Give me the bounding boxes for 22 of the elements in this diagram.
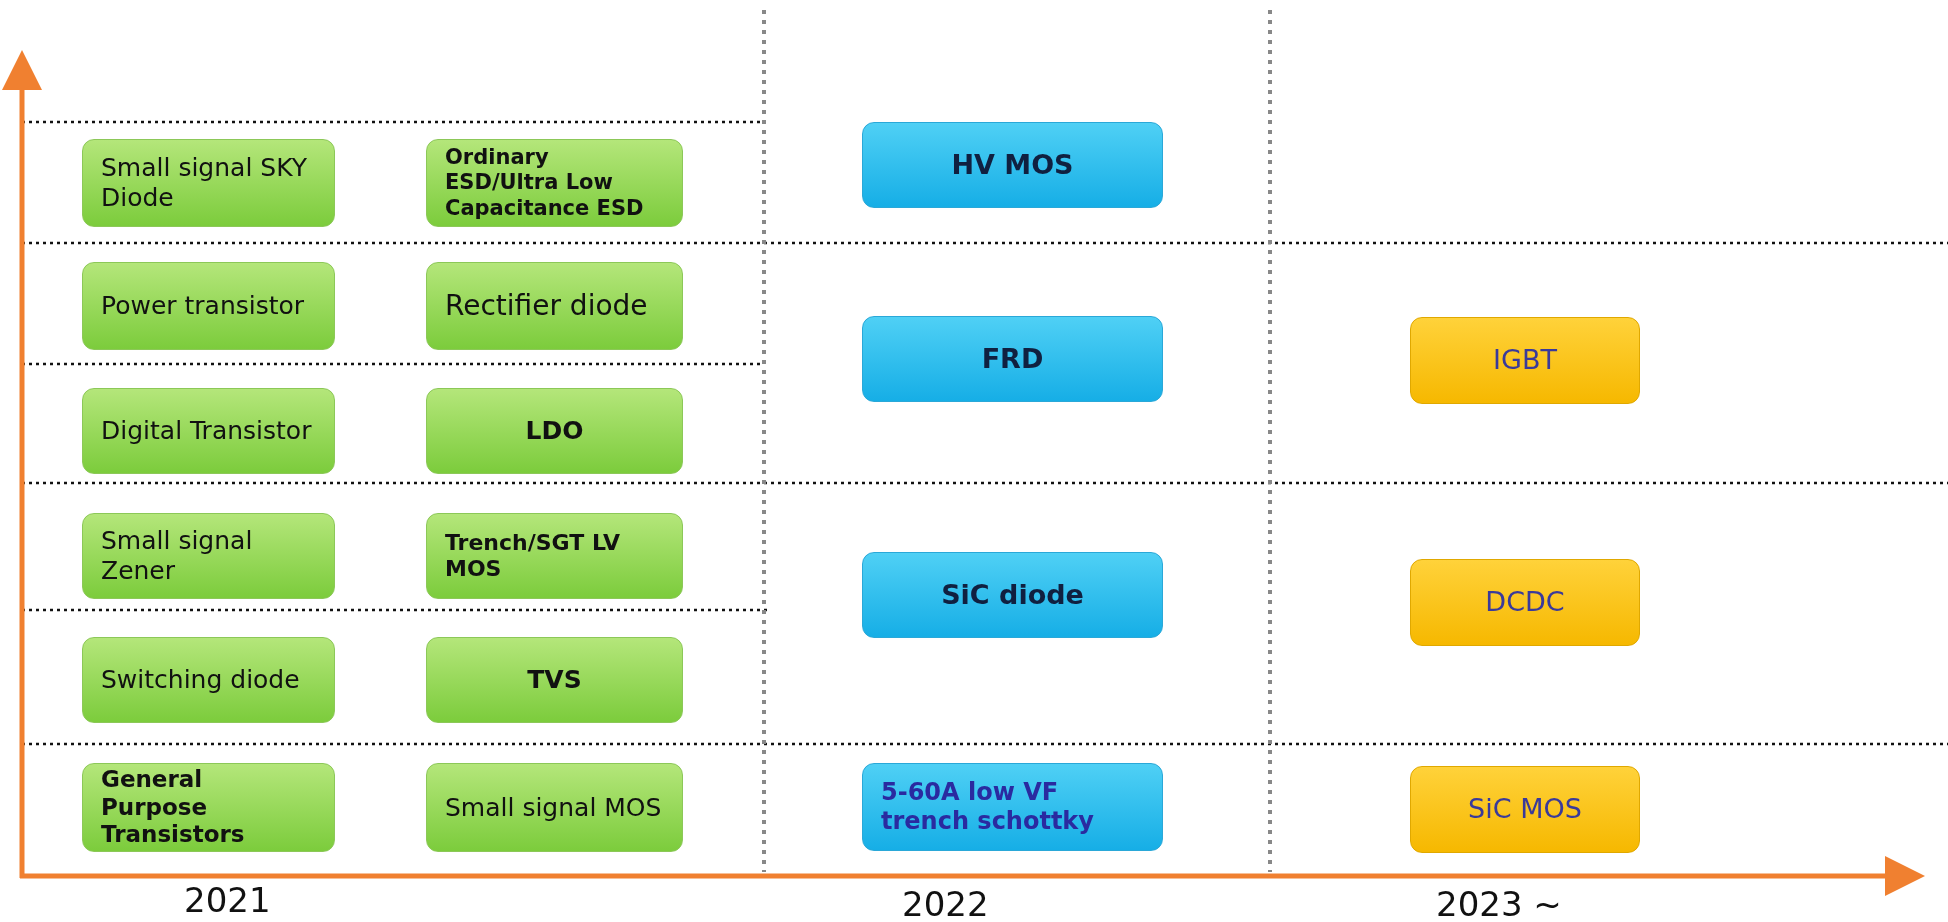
product-box: Digital Transistor — [82, 388, 335, 474]
product-box: TVS — [426, 637, 683, 723]
product-box: Power transistor — [82, 262, 335, 350]
product-box: Rectifier diode — [426, 262, 683, 350]
product-box: Trench/SGT LV MOS — [426, 513, 683, 599]
product-box: 5-60A low VF trench schottky — [862, 763, 1163, 851]
year-label: 2022 — [902, 884, 989, 922]
product-box: Ordinary ESD/Ultra Low Capacitance ESD — [426, 139, 683, 227]
product-box: Small signal SKY Diode — [82, 139, 335, 227]
product-box: SiC diode — [862, 552, 1163, 638]
product-box: IGBT — [1410, 317, 1640, 404]
product-box: Small signal MOS — [426, 763, 683, 852]
product-box: FRD — [862, 316, 1163, 402]
product-box: Small signal Zener — [82, 513, 335, 599]
product-box: General Purpose Transistors — [82, 763, 335, 852]
year-label: 2021 — [184, 880, 271, 920]
product-box: SiC MOS — [1410, 766, 1640, 853]
product-box: HV MOS — [862, 122, 1163, 208]
year-label: 2023 ~ — [1436, 884, 1562, 922]
product-box: DCDC — [1410, 559, 1640, 646]
product-box: Switching diode — [82, 637, 335, 723]
product-box: LDO — [426, 388, 683, 474]
